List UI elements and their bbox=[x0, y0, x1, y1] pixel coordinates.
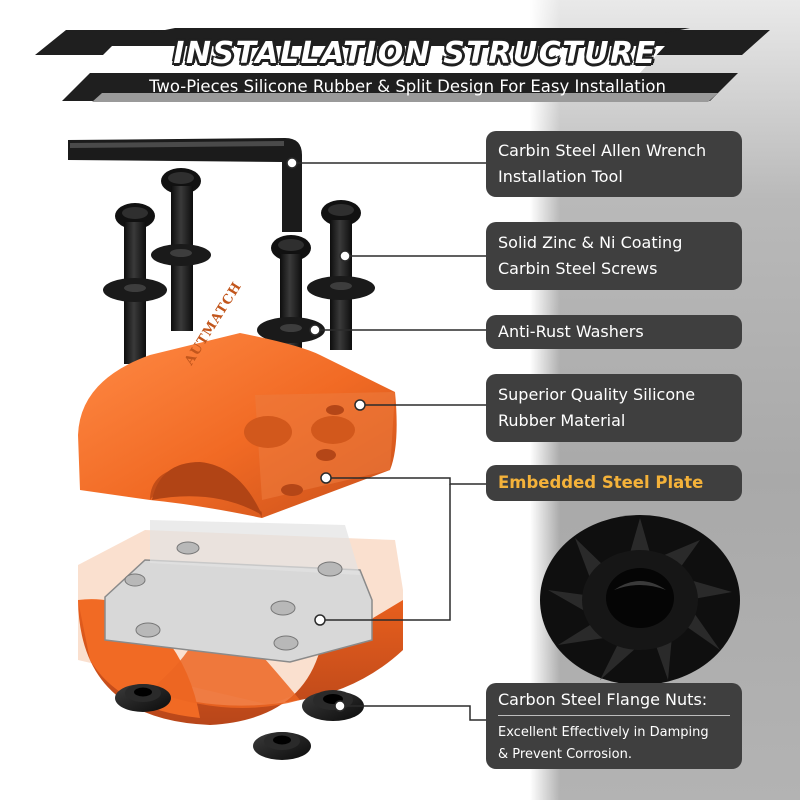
leader-lines bbox=[292, 162, 486, 721]
callout-silicone-line2: Rubber Material bbox=[498, 411, 626, 430]
title-banner bbox=[35, 28, 770, 76]
callout-divider bbox=[498, 715, 730, 716]
callout-flange-nuts: Carbon Steel Flange Nuts: Excellent Effe… bbox=[486, 683, 742, 769]
callout-allen-wrench-line1: Carbin Steel Allen Wrench bbox=[498, 141, 707, 160]
callout-washers-line1: Anti-Rust Washers bbox=[498, 322, 644, 341]
callout-screws-line1: Solid Zinc & Ni Coating bbox=[498, 233, 683, 252]
callout-flange-nuts-line1: Excellent Effectively in Damping bbox=[498, 725, 709, 740]
callout-allen-wrench: Carbin Steel Allen Wrench Installation T… bbox=[486, 131, 742, 197]
callout-steel-plate: Embedded Steel Plate bbox=[486, 465, 742, 501]
callout-screws-line2: Carbin Steel Screws bbox=[498, 259, 658, 278]
page-title: INSTALLATION STRUCTURE bbox=[173, 36, 657, 71]
leader-dots bbox=[286, 157, 366, 712]
callout-flange-nuts-title: Carbon Steel Flange Nuts: bbox=[498, 690, 708, 709]
callout-silicone: Superior Quality Silicone Rubber Materia… bbox=[486, 374, 742, 442]
flange-nut-small-icons bbox=[115, 684, 364, 760]
callout-flange-nuts-line2: & Prevent Corrosion. bbox=[498, 747, 632, 762]
callout-washers: Anti-Rust Washers bbox=[486, 315, 742, 349]
washer-icon bbox=[103, 244, 375, 343]
subtitle-banner bbox=[62, 73, 738, 102]
flange-nut-icon bbox=[540, 515, 740, 685]
callout-steel-plate-line1: Embedded Steel Plate bbox=[498, 473, 704, 492]
callout-silicone-line1: Superior Quality Silicone bbox=[498, 385, 696, 404]
allen-wrench-icon bbox=[68, 138, 302, 232]
steel-plate-icon bbox=[104, 520, 373, 663]
page-subtitle: Two-Pieces Silicone Rubber & Split Desig… bbox=[149, 77, 666, 96]
callout-allen-wrench-line2: Installation Tool bbox=[498, 167, 623, 186]
rubber-clamp-icon bbox=[78, 333, 397, 518]
callout-screws: Solid Zinc & Ni Coating Carbin Steel Scr… bbox=[486, 222, 742, 290]
